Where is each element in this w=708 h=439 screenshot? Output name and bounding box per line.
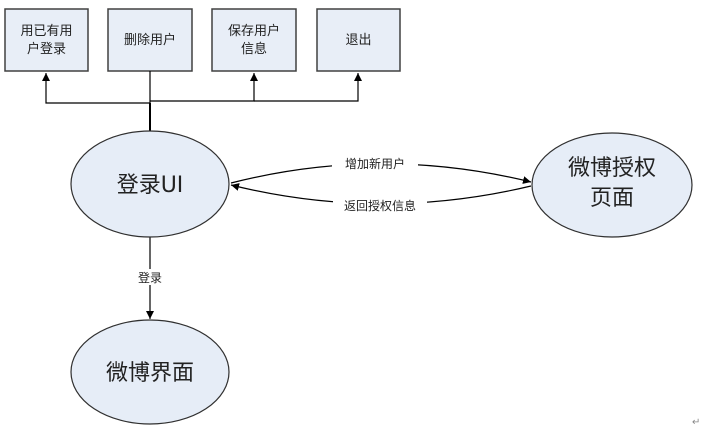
- action-box-delete-user: 删除用户: [107, 8, 193, 72]
- action-box-existing-user-login: 用已有用 户登录: [4, 8, 89, 72]
- node-label: 微博授权: [568, 156, 656, 181]
- connector-to-existing-user-login: [42, 73, 150, 104]
- edge-label-bg: [332, 155, 418, 171]
- edge-label-bg: [134, 269, 166, 285]
- node-auth-page: 微博授权 页面: [531, 132, 693, 238]
- action-box-label-line: 户登录: [27, 41, 66, 57]
- edge-label-return-auth-info: 返回授权信息: [344, 198, 416, 213]
- action-box-save-user-info: 保存用户 信息: [211, 8, 297, 72]
- action-box-exit: 退出: [316, 8, 401, 72]
- connector-tree: [42, 71, 362, 131]
- action-box-label-line: 信息: [241, 41, 267, 57]
- node-label: 登录UI: [117, 173, 184, 198]
- action-box-label-line: 用已有用: [20, 24, 72, 39]
- edge-label-bg: [333, 197, 427, 213]
- action-box-label-line: 删除用户: [124, 32, 176, 48]
- connector-to-save-user-info: [150, 73, 258, 102]
- paragraph-mark-icon: ↵: [692, 417, 701, 428]
- node-weibo-ui: 微博界面: [70, 319, 230, 425]
- node-label: 微博界面: [106, 361, 194, 386]
- edge-label-login: 登录: [138, 270, 162, 285]
- node-login-ui: 登录UI: [70, 130, 230, 238]
- action-box-label-line: 退出: [345, 33, 371, 48]
- action-box-label-line: 保存用户: [228, 23, 280, 39]
- node-label: 页面: [590, 186, 634, 211]
- edge-label-add-new-user: 增加新用户: [345, 156, 405, 171]
- connector-to-exit: [254, 73, 362, 102]
